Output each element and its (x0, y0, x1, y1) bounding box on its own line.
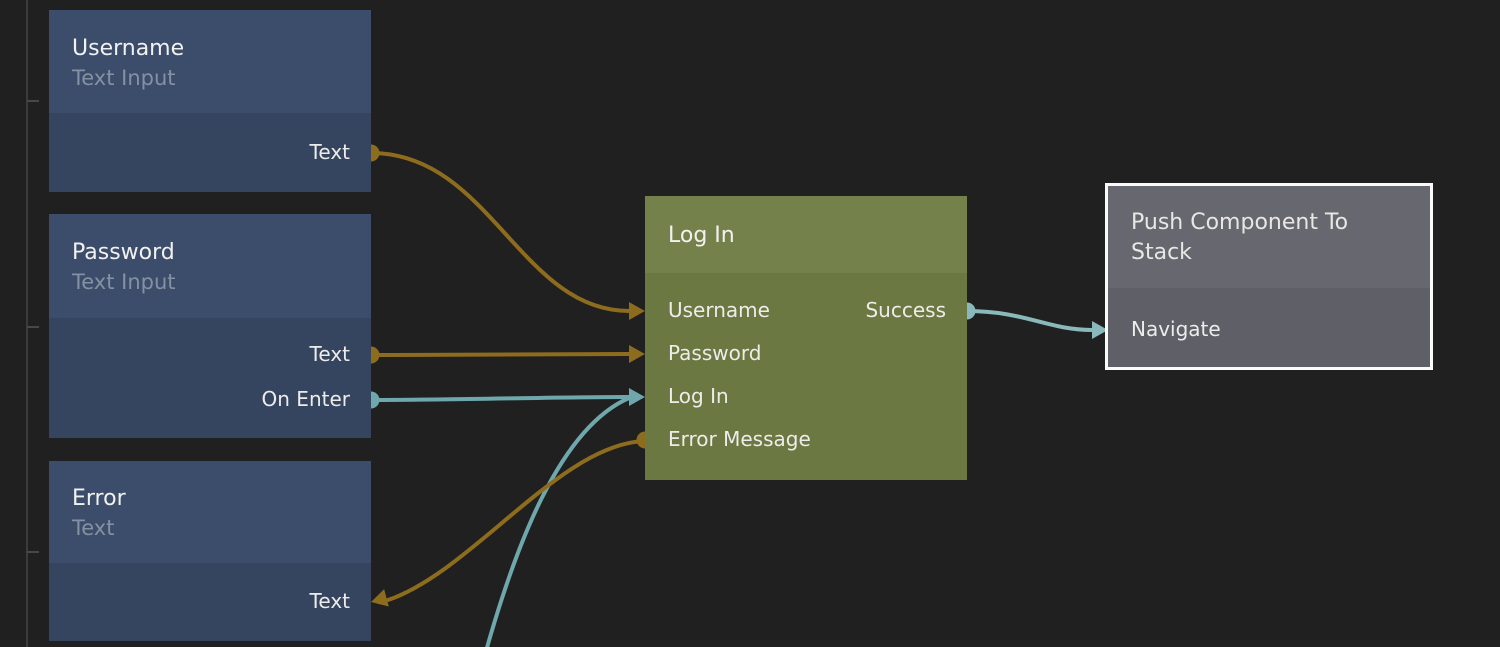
port-arrow-login-username[interactable] (629, 302, 645, 320)
port-navigate-input[interactable]: Navigate (1108, 308, 1430, 351)
node-title: Log In (668, 222, 735, 248)
port-arrow-error-text[interactable] (369, 589, 389, 611)
port-label: Text (309, 140, 350, 164)
node-subtitle: Text Input (72, 270, 176, 294)
port-label: Password (668, 341, 762, 365)
node-header: Username Text Input (49, 10, 371, 113)
node-subtitle: Text Input (72, 65, 176, 90)
node-title: Username (72, 35, 185, 61)
wire-password-text-to-login-password[interactable] (369, 352, 631, 357)
port-label: Success (865, 298, 946, 322)
node-header: Error Text (49, 461, 371, 563)
port-label: Error Message (668, 427, 811, 451)
node-password[interactable]: Password Text Input Text On Enter (49, 214, 371, 438)
node-header: Log In (645, 196, 967, 273)
wire-login-success-to-push-navigate[interactable] (965, 309, 1094, 332)
guide-tick (27, 326, 39, 328)
port-password-input[interactable]: Password (645, 332, 967, 375)
wire-username-text-to-login-username[interactable] (369, 151, 631, 313)
port-arrow-login-login[interactable] (629, 388, 645, 406)
guide-tick (27, 551, 39, 553)
port-success-output[interactable]: Success (645, 289, 967, 332)
port-onenter-output[interactable]: On Enter (49, 378, 371, 421)
port-text-input[interactable]: Text (49, 580, 371, 623)
wire-login-errormessage-to-error-text[interactable] (386, 439, 647, 602)
port-label: Log In (668, 384, 729, 408)
port-arrow-push-navigate[interactable] (1092, 321, 1108, 339)
port-label: Navigate (1131, 317, 1221, 341)
node-title: Push Component To Stack (1131, 210, 1349, 265)
guide-tick (27, 100, 39, 102)
port-login-input[interactable]: Log In (645, 375, 967, 418)
port-label: On Enter (261, 387, 350, 411)
port-label: Text (309, 589, 350, 613)
port-text-output[interactable]: Text (49, 333, 371, 376)
port-arrow-login-password[interactable] (629, 345, 645, 363)
node-username[interactable]: Username Text Input Text (49, 10, 371, 192)
node-header: Password Text Input (49, 214, 371, 318)
wire-offscreen-to-login-login[interactable] (483, 396, 631, 647)
wire-password-onenter-to-login-login[interactable] (369, 395, 631, 402)
node-subtitle: Text (72, 516, 115, 540)
port-errormessage-output[interactable]: Error Message (645, 418, 967, 461)
guide-line (26, 0, 28, 647)
port-username-input[interactable]: Username (645, 289, 967, 332)
node-title: Error (72, 486, 126, 511)
port-label: Text (309, 342, 350, 366)
node-header: Push Component To Stack (1108, 186, 1430, 288)
node-push-component-to-stack[interactable]: Push Component To Stack Navigate (1105, 183, 1433, 370)
node-title: Password (72, 240, 175, 265)
port-label: Username (668, 298, 770, 322)
node-login[interactable]: Log In Username Password Log In Error Me… (645, 196, 967, 480)
node-error[interactable]: Error Text Text (49, 461, 371, 641)
port-text-output[interactable]: Text (49, 131, 371, 174)
